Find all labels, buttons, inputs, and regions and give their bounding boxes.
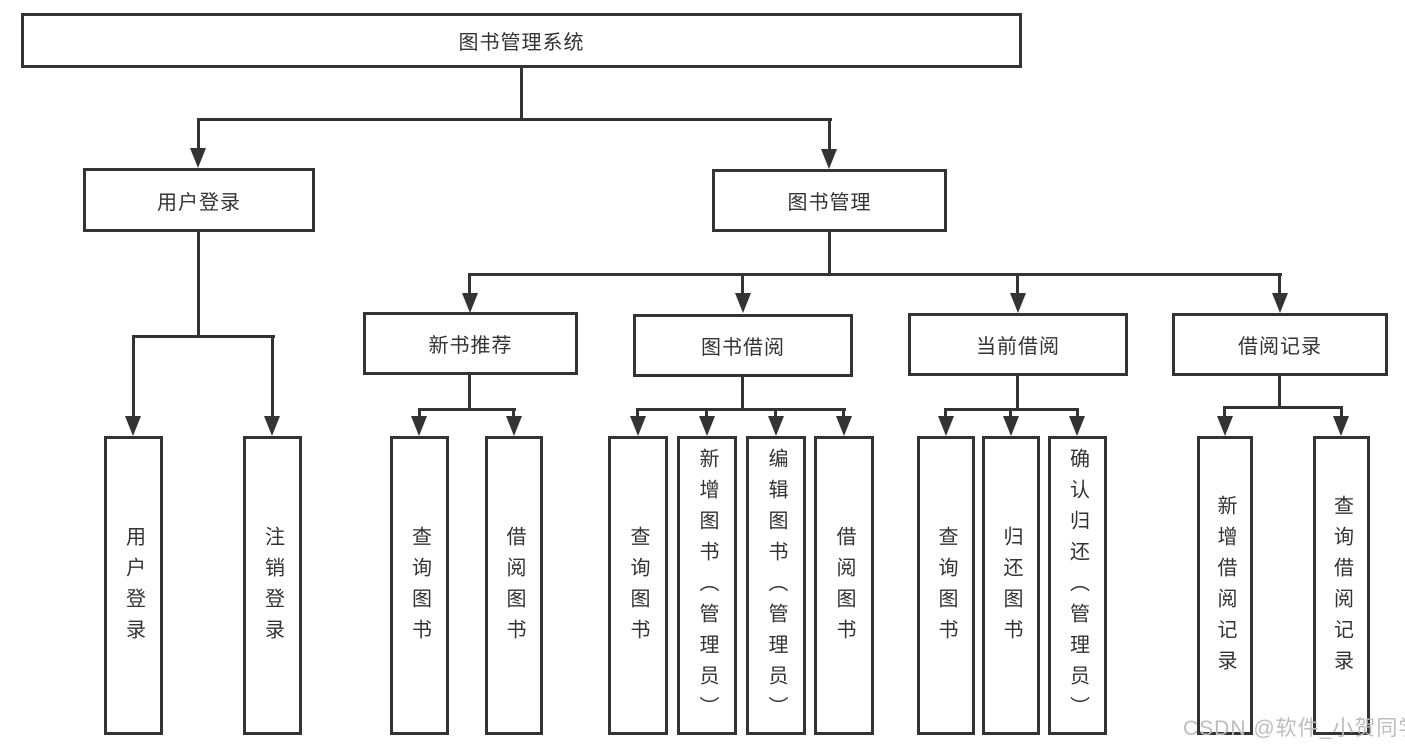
leaf-current-return: 归还图书 [982,436,1040,735]
connector-book-mgmt-stem [828,232,831,276]
leaf-current-query: 查询图书 [917,436,975,735]
arrowhead-leaf-g2-2 [506,416,522,436]
connector-new-books-splitter [418,408,516,411]
arrowhead-new-books [462,293,478,313]
leaf-borrow-query: 查询图书 [608,436,668,735]
leaf-borrow-edit-admin-label: 编辑图书（管理员） [765,448,787,727]
arrowhead-leaf-g4-3 [1069,416,1085,436]
node-book-borrow-label: 图书借阅 [701,337,785,359]
leaf-newbooks-borrow-label: 借阅图书 [503,525,525,650]
arrowhead-leaf-g5-1 [1217,416,1233,436]
node-borrow-records-label: 借阅记录 [1238,336,1322,358]
connector-book-borrow-stem [741,377,744,411]
connector-user-login-stem [197,232,200,338]
node-root: 图书管理系统 [21,13,1022,68]
watermark: CSDN @软件_小贺同学 [1183,717,1405,740]
node-new-books-label: 新书推荐 [428,335,513,357]
node-book-mgmt-label: 图书管理 [787,192,872,214]
arrowhead-leaf-g4-1 [938,416,954,436]
leaf-borrow-add-admin-label: 新增图书（管理员） [696,448,718,727]
leaf-user-login-label: 用户登录 [122,525,145,650]
arrowhead-leaf-g4-2 [1003,416,1019,436]
arrowhead-leaf-g2-1 [411,416,427,436]
connector-to-leaf-g5-2 [1340,406,1343,420]
arrowhead-leaf-g3-1 [630,416,646,436]
connector-to-leaf-g2-2 [512,408,515,420]
leaf-records-add: 新增借阅记录 [1197,436,1253,735]
leaf-current-confirm-admin-label: 确认归还（管理员） [1066,448,1089,727]
node-book-borrow: 图书借阅 [633,314,853,377]
leaf-records-query-label: 查询借阅记录 [1330,494,1353,681]
node-new-books: 新书推荐 [363,312,578,375]
leaf-current-query-label: 查询图书 [935,525,957,650]
leaf-logout-label: 注销登录 [261,525,284,650]
connector-current-borrow-stem [1016,376,1019,411]
node-user-login-label: 用户登录 [157,191,241,214]
connector-to-book-borrow [741,273,744,297]
connector-to-leaf-g4-3 [1076,408,1079,420]
arrowhead-book-mgmt [821,149,837,169]
connector-to-leaf-g3-4 [842,408,845,420]
arrowhead-leaf-g3-4 [836,416,852,436]
connector-to-current-borrow [1016,273,1019,297]
leaf-borrow-book: 借阅图书 [814,436,874,735]
connector-book-mgmt-splitter [468,273,1282,276]
connector-to-leaf-g4-2 [1009,408,1012,420]
leaf-newbooks-borrow: 借阅图书 [485,436,543,735]
connector-to-leaf-g3-2 [705,408,708,420]
connector-to-leaf-g3-3 [774,408,777,420]
node-borrow-records: 借阅记录 [1172,313,1388,376]
connector-to-user-login [197,118,200,152]
leaf-current-confirm-admin: 确认归还（管理员） [1048,436,1107,735]
arrowhead-book-borrow [735,293,751,313]
connector-to-leaf-g3-1 [636,408,639,420]
connector-book-borrow-splitter [636,408,846,411]
arrowhead-leaf-login [125,416,141,436]
connector-to-borrow-records [1278,273,1281,297]
node-current-borrow-label: 当前借阅 [976,336,1060,358]
leaf-newbooks-query-label: 查询图书 [408,525,431,650]
arrowhead-leaf-g3-2 [699,416,715,436]
connector-user-login-splitter [132,335,275,338]
leaf-borrow-query-label: 查询图书 [627,525,649,650]
leaf-user-login: 用户登录 [104,436,163,735]
arrowhead-borrow-records [1272,293,1288,313]
arrowhead-leaf-logout [264,416,280,436]
leaf-borrow-edit-admin: 编辑图书（管理员） [746,436,806,735]
connector-to-leaf-login [132,335,135,420]
node-root-label: 图书管理系统 [458,32,585,54]
leaf-current-return-label: 归还图书 [1000,525,1022,650]
connector-to-leaf-g2-1 [418,408,421,420]
leaf-borrow-add-admin: 新增图书（管理员） [677,436,737,735]
connector-new-books-stem [468,375,471,411]
arrowhead-current-borrow [1010,293,1026,313]
leaf-borrow-book-label: 借阅图书 [833,525,855,650]
connector-borrow-records-splitter [1223,406,1343,409]
leaf-newbooks-query: 查询图书 [390,436,449,735]
arrowhead-leaf-g3-3 [768,416,784,436]
connector-to-leaf-g4-1 [944,408,947,420]
arrowhead-leaf-g5-2 [1333,416,1349,436]
leaf-records-query: 查询借阅记录 [1313,436,1370,735]
leaf-logout: 注销登录 [243,436,302,735]
connector-to-book-mgmt [828,118,831,153]
connector-borrow-records-stem [1278,376,1281,409]
node-current-borrow: 当前借阅 [908,313,1128,376]
connector-root-splitter [197,118,832,121]
connector-to-new-books [468,273,471,297]
leaf-records-add-label: 新增借阅记录 [1214,494,1236,681]
node-user-login: 用户登录 [83,168,315,232]
node-book-mgmt: 图书管理 [712,169,947,232]
arrowhead-user-login [190,148,206,168]
connector-to-leaf-logout [271,335,274,420]
connector-to-leaf-g5-1 [1223,406,1226,420]
connector-root-stem [520,68,523,118]
